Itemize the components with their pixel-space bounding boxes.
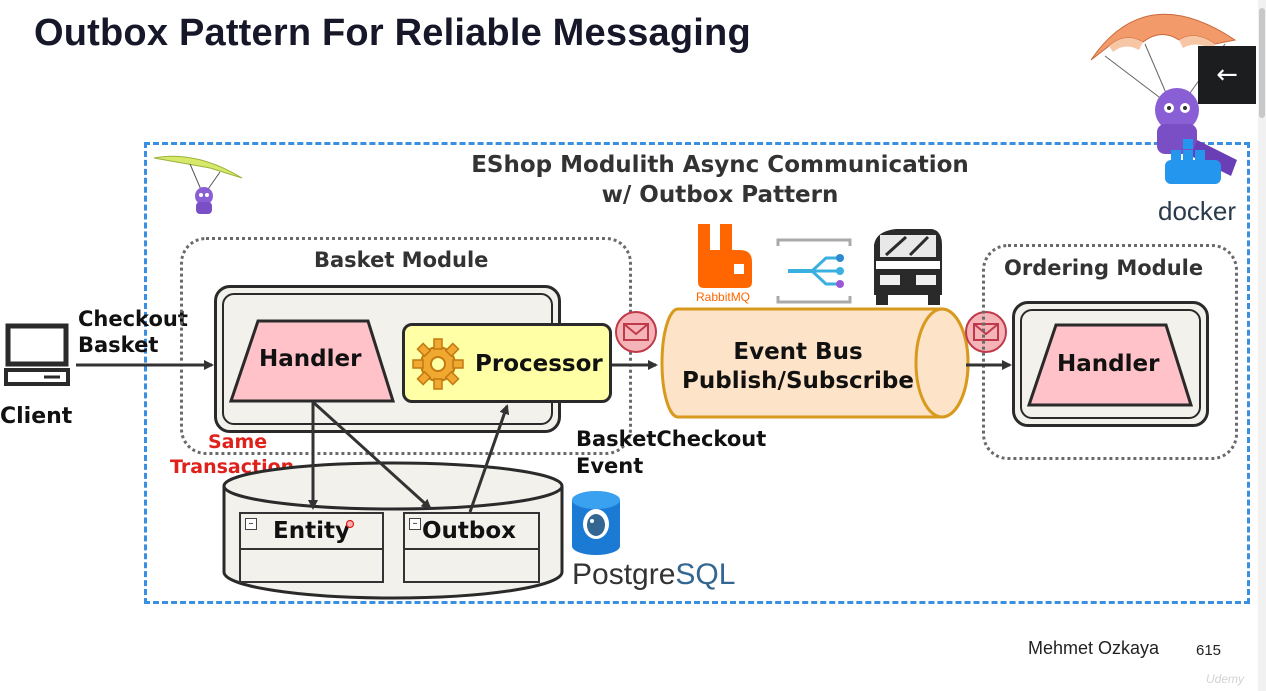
basket-handler-label: Handler bbox=[259, 346, 362, 372]
ordering-handler bbox=[1026, 323, 1194, 407]
udemy-watermark: Udemy bbox=[1206, 672, 1245, 686]
event-bus-cylinder bbox=[660, 307, 970, 419]
outbox-table: – bbox=[403, 512, 540, 583]
client-label: Client bbox=[0, 404, 73, 429]
basket-module-label: Basket Module bbox=[314, 248, 489, 272]
outbox-table-header: – bbox=[405, 514, 538, 550]
ordering-module-label: Ordering Module bbox=[1004, 256, 1204, 280]
computer-monitor-icon bbox=[4, 323, 70, 386]
processor-label: Processor bbox=[475, 351, 603, 377]
author-name: Mehmet Ozkaya bbox=[1028, 638, 1160, 658]
rabbitmq-wordmark: RabbitMQ bbox=[696, 290, 751, 304]
checkout-label-line2: Basket bbox=[78, 333, 159, 357]
docker-parachute-mascot-icon bbox=[1090, 13, 1237, 184]
event-bus-label-line2: Publish/Subscribe bbox=[682, 368, 914, 394]
diagram-title: EShop Modulith Async Communication w/ Ou… bbox=[420, 150, 1020, 210]
hang-glider-mascot-icon bbox=[153, 155, 243, 214]
postgresql-logo-icon bbox=[572, 491, 620, 555]
slide-title: Outbox Pattern For Reliable Messaging bbox=[34, 12, 751, 54]
arrow-left-icon: ← bbox=[1216, 60, 1238, 90]
scrollbar-thumb[interactable] bbox=[1259, 8, 1265, 118]
page-number: 615 bbox=[1196, 642, 1222, 659]
basket-handler bbox=[228, 319, 396, 403]
envelope-message-icon bbox=[965, 311, 1007, 353]
scrollbar-track[interactable] bbox=[1258, 0, 1266, 691]
postgresql-wordmark: PostgreSQL bbox=[572, 558, 735, 592]
azure-service-bus-logo bbox=[776, 238, 852, 304]
diagram-title-line1: EShop Modulith Async Communication bbox=[471, 152, 969, 178]
outbox-label: Outbox bbox=[422, 518, 517, 544]
event-bus-label: Event Bus Publish/Subscribe bbox=[672, 338, 924, 396]
gear-icon bbox=[412, 338, 464, 390]
checkout-basket-label: Checkout Basket bbox=[78, 306, 188, 358]
ordering-handler-label: Handler bbox=[1057, 351, 1160, 377]
rabbitmq-logo bbox=[698, 224, 752, 288]
postgresql-wordmark-part1: Postgre bbox=[572, 558, 676, 591]
postgresql-wordmark-part2: SQL bbox=[675, 558, 736, 591]
docker-logo-text: docker bbox=[1158, 196, 1237, 226]
basket-checkout-event-label: BasketCheckout Event bbox=[576, 426, 766, 480]
collapse-icon[interactable]: – bbox=[409, 518, 421, 530]
outbox-to-processor-arrow bbox=[468, 404, 510, 513]
envelope-message-icon bbox=[615, 311, 657, 353]
event-label-line2: Event bbox=[576, 454, 644, 478]
entity-label: Entity bbox=[273, 518, 350, 544]
entity-table-header: – bbox=[241, 514, 382, 550]
back-button[interactable]: ← bbox=[1198, 46, 1256, 104]
collapse-icon[interactable]: – bbox=[245, 518, 257, 530]
event-bus-label-line1: Event Bus bbox=[733, 339, 863, 365]
cursor-dot-icon bbox=[345, 519, 355, 529]
checkout-label-line1: Checkout bbox=[78, 307, 188, 331]
entity-table: – bbox=[239, 512, 384, 583]
outer-boundary bbox=[144, 142, 1250, 604]
ordering-module-container bbox=[982, 244, 1238, 460]
event-label-line1: BasketCheckout bbox=[576, 427, 767, 451]
handler-to-outbox-arrow bbox=[311, 400, 432, 510]
masstransit-logo bbox=[874, 229, 942, 305]
diagram-title-line2: w/ Outbox Pattern bbox=[601, 182, 839, 208]
same-transaction-line1: Same bbox=[208, 431, 268, 453]
